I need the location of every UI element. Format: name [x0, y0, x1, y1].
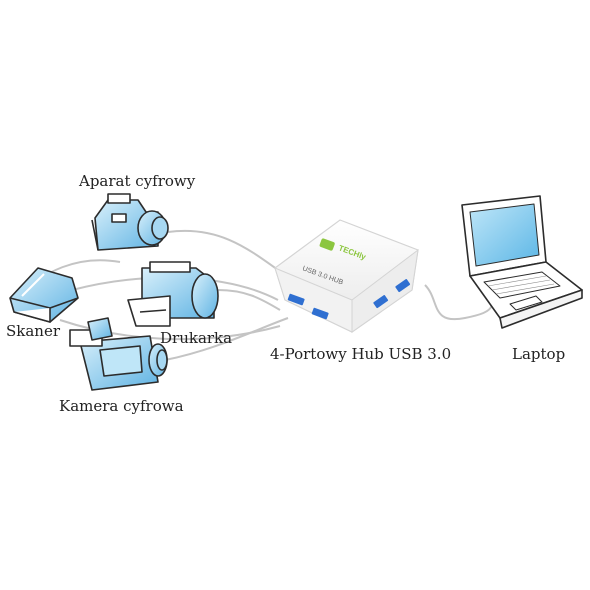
scanner-icon	[9, 267, 79, 323]
printer-label: Drukarka	[160, 329, 233, 347]
usb-port-4	[395, 279, 411, 293]
cable-camera	[167, 229, 286, 276]
cable-extra-bottom	[59, 319, 281, 341]
camcorder-icon	[69, 317, 168, 391]
laptop-screen	[469, 203, 540, 267]
laptop-label: Laptop	[512, 345, 566, 363]
hub-brand-badge	[319, 238, 335, 251]
scanner-label: Skaner	[6, 322, 61, 340]
usb-port-1	[287, 293, 305, 306]
digital-camera-icon	[91, 193, 169, 251]
cable-printer	[217, 289, 281, 311]
usb-port-2	[311, 307, 329, 320]
camcorder-label: Kamera cyfrowa	[59, 397, 184, 415]
hub-side-right	[351, 248, 419, 333]
usb-port-3	[373, 295, 389, 309]
usb-hub-icon: TECHly USB 3.0 HUB	[274, 219, 419, 333]
laptop-icon	[461, 195, 583, 329]
digital-camera-label: Aparat cyfrowy	[79, 172, 196, 190]
cable-laptop	[424, 284, 493, 321]
hub-label: 4-Portowy Hub USB 3.0	[270, 345, 452, 363]
printer-icon	[127, 261, 219, 327]
cable-camcorder	[164, 317, 289, 361]
